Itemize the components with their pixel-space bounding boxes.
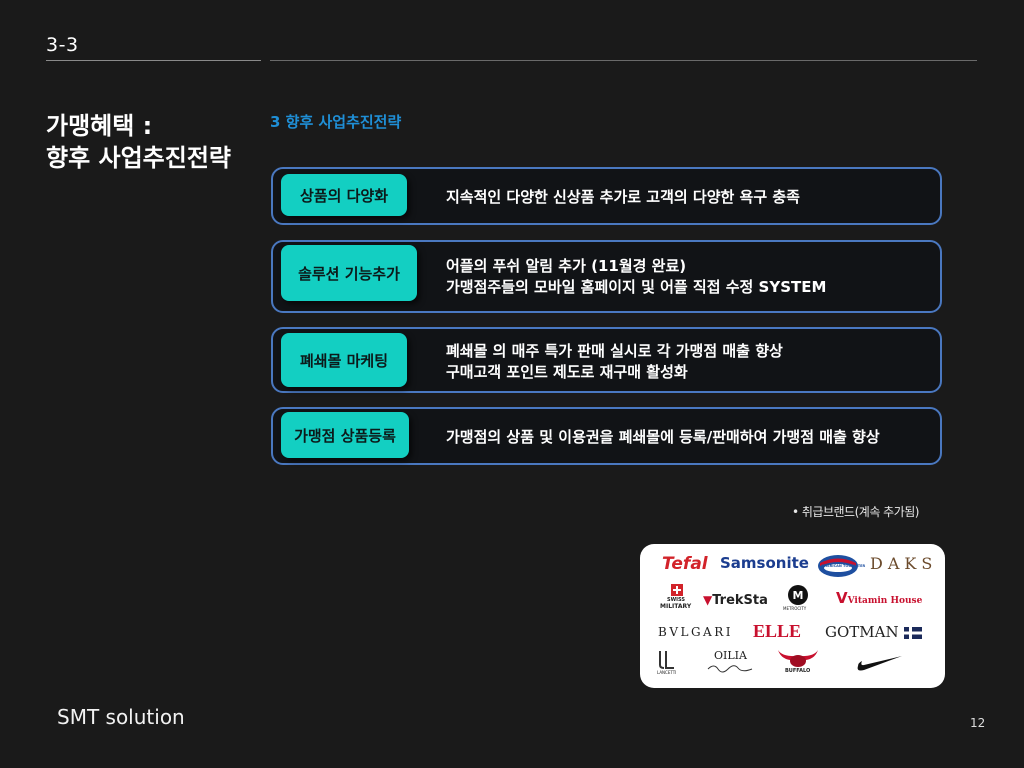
- strategy-description: 지속적인 다양한 신상품 추가로 고객의 다양한 욕구 충족: [446, 187, 936, 208]
- vitamin-house-logo: VVitamin House: [836, 590, 922, 606]
- strategy-description: 어플의 푸쉬 알림 추가 (11월경 완료) 가맹점주들의 모바일 홈페이지 및…: [446, 256, 936, 298]
- header-rule-left: [46, 60, 261, 61]
- strategy-tag: 상품의 다양화: [281, 174, 407, 216]
- metrocity-m-icon: M: [788, 585, 808, 605]
- brands-panel: Tefal Samsonite AMERICAN TOURISTER DAKS …: [640, 544, 945, 688]
- trekstar-mark-icon: ▼: [703, 593, 713, 607]
- strategy-row: 가맹점 상품등록 가맹점의 상품 및 이용권을 폐쇄몰에 등록/판매하여 가맹점…: [271, 407, 942, 465]
- description-line: 지속적인 다양한 신상품 추가로 고객의 다양한 욕구 충족: [446, 188, 800, 206]
- section-heading: 3 향후 사업추진전략: [270, 113, 402, 131]
- swiss-military-text-2: MILITARY: [660, 603, 692, 610]
- oilia-script-icon: [707, 665, 753, 673]
- description-line: 폐쇄몰 의 매주 특가 판매 실시로 각 가맹점 매출 향상: [446, 342, 783, 360]
- gotman-logo: GOTMAN: [825, 624, 922, 640]
- vitamin-house-label: Vitamin House: [847, 596, 923, 606]
- description-line: 가맹점주들의 모바일 홈페이지 및 어플 직접 수정 SYSTEM: [446, 278, 827, 296]
- swiss-military-text-1: SWISS: [667, 597, 685, 603]
- gotman-label: GOTMAN: [825, 623, 899, 641]
- strategy-tag: 솔루션 기능추가: [281, 245, 417, 301]
- strategy-tag: 폐쇄몰 마케팅: [281, 333, 407, 387]
- bvlgari-logo: BVLGARI: [658, 625, 733, 639]
- swiss-cross-icon: [671, 584, 683, 596]
- svg-text:M: M: [793, 589, 804, 602]
- buffalo-horns-icon: [778, 650, 818, 667]
- slide-number: 3-3: [46, 34, 79, 56]
- page-title-line-2: 향후 사업추진전략: [46, 144, 231, 172]
- elle-logo: ELLE: [753, 621, 802, 641]
- nike-swoosh-icon: [857, 656, 902, 671]
- daks-logo: DAKS: [870, 554, 938, 573]
- american-tourister-icon: [818, 555, 858, 577]
- buffalo-logo: BUFFALO: [776, 648, 822, 676]
- swiss-military-logo: SWISS MILITARY: [660, 584, 694, 610]
- strategy-row: 상품의 다양화 지속적인 다양한 신상품 추가로 고객의 다양한 욕구 충족: [271, 167, 942, 225]
- lancetti-logo: LANCETTI: [657, 649, 679, 677]
- lancetti-label: LANCETTI: [657, 670, 677, 675]
- strategy-description: 가맹점의 상품 및 이용권을 폐쇄몰에 등록/판매하여 가맹점 매출 향상: [446, 427, 936, 448]
- samsonite-logo: Samsonite: [720, 554, 809, 572]
- buffalo-label: BUFFALO: [785, 668, 811, 674]
- description-line: 가맹점의 상품 및 이용권을 폐쇄몰에 등록/판매하여 가맹점 매출 향상: [446, 428, 880, 446]
- metrocity-logo: M METROCITY: [783, 584, 813, 614]
- strategy-tag: 가맹점 상품등록: [281, 412, 409, 458]
- strategy-description: 폐쇄몰 의 매주 특가 판매 실시로 각 가맹점 매출 향상 구매고객 포인트 …: [446, 341, 936, 383]
- oilia-label: OILIA: [714, 649, 747, 662]
- description-line: 어플의 푸쉬 알림 추가 (11월경 완료): [446, 257, 687, 275]
- metrocity-label: METROCITY: [783, 606, 807, 611]
- page-title: 가맹혜택 : 향후 사업추진전략: [46, 110, 231, 174]
- american-tourister-label: AMERICAN TOURISTER: [821, 564, 866, 568]
- vitamin-v-icon: V: [836, 589, 848, 607]
- trekstar-label: TrekSta: [712, 593, 768, 608]
- brands-caption: • 취급브랜드(계속 추가됨): [792, 505, 919, 519]
- tefal-logo: Tefal: [662, 554, 708, 574]
- page-title-line-1: 가맹혜택 :: [46, 112, 153, 140]
- strategy-row: 폐쇄몰 마케팅 폐쇄몰 의 매주 특가 판매 실시로 각 가맹점 매출 향상 구…: [271, 327, 942, 393]
- nike-logo: [856, 652, 904, 672]
- strategy-row: 솔루션 기능추가 어플의 푸쉬 알림 추가 (11월경 완료) 가맹점주들의 모…: [271, 240, 942, 313]
- oilia-logo: OILIA: [706, 650, 758, 674]
- description-line: 구매고객 포인트 제도로 재구매 활성화: [446, 363, 688, 381]
- footer-brand: SMT solution: [57, 705, 185, 729]
- page-number: 12: [970, 716, 986, 730]
- american-tourister-logo: AMERICAN TOURISTER: [817, 554, 865, 578]
- trekstar-logo: ▼TrekSta: [703, 591, 768, 607]
- lancetti-jl-icon: [659, 651, 674, 669]
- flag-icon: [903, 626, 922, 639]
- header-rule-right: [270, 60, 977, 61]
